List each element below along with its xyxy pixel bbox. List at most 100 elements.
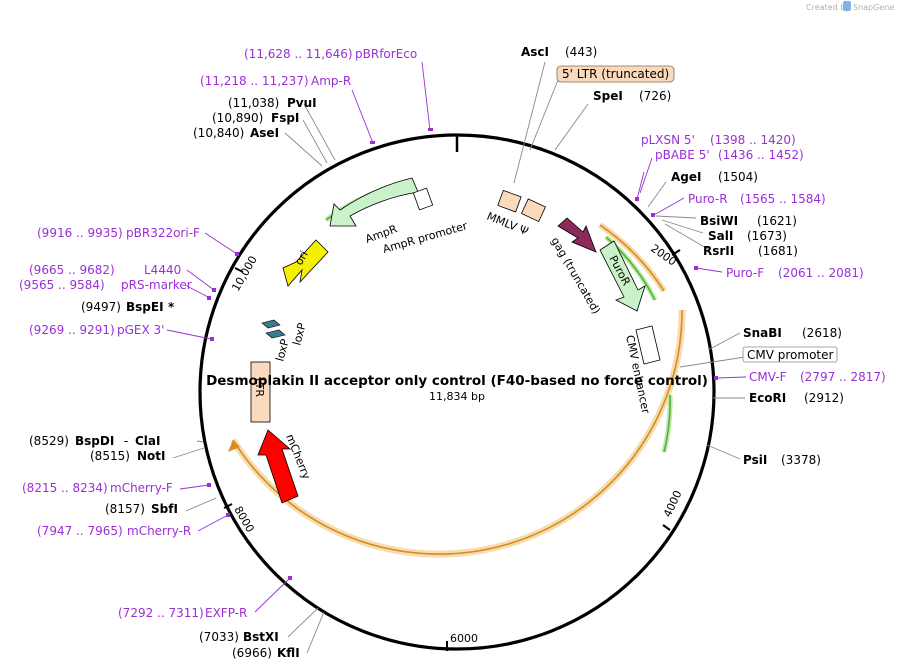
primer-mcherry-r[interactable]: (7947 .. 7965) mCherry-R — [37, 524, 191, 538]
feature-cmv-enhancer[interactable] — [635, 325, 661, 365]
primer-plxsn5[interactable]: pLXSN 5' (1398 .. 1420) — [641, 133, 796, 147]
feature-5ltr-part[interactable] — [497, 189, 522, 213]
enzyme-bspEI[interactable]: (9497) BspEI * — [81, 300, 175, 314]
enzyme-sep: - — [124, 434, 128, 448]
feature-ampr[interactable] — [329, 177, 419, 227]
tick-mark-10000 — [234, 267, 244, 273]
box-5ltr[interactable] — [556, 65, 675, 83]
credit-brand: SnapGene — [853, 3, 894, 12]
tick-6000: 6000 — [450, 632, 478, 645]
enzyme-pos: (6966) — [232, 646, 272, 660]
credit-prefix: Created by — [806, 3, 850, 12]
label-cmv-promoter: CMV promoter — [747, 348, 834, 362]
primer-cmv-f[interactable]: CMV-F (2797 .. 2817) — [749, 370, 886, 384]
primer-exfp-r[interactable]: (7292 .. 7311) EXFP-R — [118, 606, 247, 620]
primer-range: (1436 .. 1452) — [718, 148, 804, 162]
enzyme-pos: (726) — [639, 89, 671, 103]
tick-2000: 2000 — [648, 242, 678, 269]
enzyme-name: KflI — [277, 646, 300, 660]
enzyme-sbfI[interactable]: (8157) SbfI — [105, 502, 178, 516]
enzyme-pos: (8157) — [105, 502, 145, 516]
enzyme-name: BspEI — [126, 300, 164, 314]
enzyme-bsiWI[interactable]: BsiWI (1621) — [700, 214, 797, 228]
primer-puro-r[interactable]: Puro-R (1565 .. 1584) — [688, 192, 826, 206]
bspEI-mark: * — [168, 300, 175, 314]
enzyme-name: BsiWI — [700, 214, 738, 228]
enzyme-pos: (10,890) — [212, 111, 263, 125]
enzyme-bspDI-claI[interactable]: (8529) BspDI - ClaI — [29, 434, 160, 448]
primer-pbabe5[interactable]: pBABE 5' (1436 .. 1452) — [655, 148, 804, 162]
enzyme-ecoRI[interactable]: EcoRI (2912) — [749, 391, 844, 405]
feature-puror[interactable] — [599, 240, 646, 312]
primer-pbr322ori-f[interactable]: (9916 .. 9935) pBR322ori-F — [37, 226, 200, 240]
feature-ampr-promoter[interactable] — [412, 187, 434, 211]
primer-puro-f[interactable]: Puro-F (2061 .. 2081) — [726, 266, 864, 280]
enzyme-name: AseI — [250, 126, 279, 140]
enzyme-name-2: ClaI — [135, 434, 160, 448]
feature-gag[interactable] — [557, 217, 597, 253]
tick-mark-4000 — [662, 524, 671, 531]
primer-pbrforeco[interactable]: (11,628 .. 11,646) pBRforEco — [244, 47, 417, 61]
label-5ltr: 5' LTR (truncated) — [562, 67, 669, 81]
map-size: 11,834 bp — [429, 390, 485, 403]
enzyme-name: SpeI — [593, 89, 623, 103]
enzyme-name: RsrII — [703, 244, 734, 258]
snapgene-logo-icon — [843, 1, 851, 11]
label-loxp-2: loxP — [290, 321, 308, 347]
enzyme-pos: (3378) — [781, 453, 821, 467]
enzyme-salI[interactable]: SalI (1673) — [708, 229, 787, 243]
orf-long — [228, 309, 686, 558]
enzyme-pvuI[interactable]: (11,038) PvuI — [228, 96, 317, 110]
map-title: Desmoplakin II acceptor only control (F4… — [206, 373, 708, 389]
enzyme-kflI[interactable]: (6966) KflI — [232, 646, 300, 660]
feature-loxp-2[interactable] — [265, 329, 286, 339]
primer-name: Amp-R — [311, 74, 351, 88]
enzyme-pos: (8515) — [90, 449, 130, 463]
primer-l4440[interactable]: (9665 .. 9682) L4440 — [29, 263, 181, 277]
enzyme-name: AgeI — [671, 170, 701, 184]
enzyme-pos: (1504) — [718, 170, 758, 184]
primer-name: pGEX 3' — [117, 323, 164, 337]
feature-mcherry[interactable] — [257, 429, 299, 504]
enzyme-pos: (9497) — [81, 300, 121, 314]
primer-name: EXFP-R — [205, 606, 247, 620]
enzyme-pos: (2618) — [802, 326, 842, 340]
primer-range: (1398 .. 1420) — [710, 133, 796, 147]
primer-name: mCherry-R — [127, 524, 191, 538]
primer-leaders — [166, 61, 747, 613]
enzyme-name: PsiI — [743, 453, 767, 467]
label-ltr: LTR — [253, 378, 266, 397]
enzyme-psiI[interactable]: PsiI (3378) — [743, 453, 821, 467]
orf-puror — [598, 222, 667, 293]
primer-range: (2061 .. 2081) — [778, 266, 864, 280]
orf-green-right — [661, 394, 673, 453]
enzyme-ageI[interactable]: AgeI (1504) — [671, 170, 758, 184]
enzyme-bstXI[interactable]: (7033) BstXI — [199, 630, 279, 644]
primer-name: mCherry-F — [110, 481, 173, 495]
primer-name: Puro-F — [726, 266, 764, 280]
feature-ltr[interactable] — [250, 361, 271, 423]
primer-range: (9916 .. 9935) — [37, 226, 123, 240]
enzyme-snaBI[interactable]: SnaBI (2618) — [743, 326, 842, 340]
box-cmv-promoter[interactable] — [742, 346, 838, 363]
enzyme-pos: (2912) — [804, 391, 844, 405]
feature-ori[interactable] — [282, 239, 329, 287]
enzyme-notI[interactable]: (8515) NotI — [90, 449, 166, 463]
enzyme-fspI[interactable]: (10,890) FspI — [212, 111, 299, 125]
primer-range: (11,628 .. 11,646) — [244, 47, 353, 61]
enzyme-aseI[interactable]: (10,840) AseI — [193, 126, 279, 140]
primer-amp-r[interactable]: (11,218 .. 11,237) Amp-R — [200, 74, 351, 88]
enzyme-speI[interactable]: SpeI (726) — [593, 89, 671, 103]
enzyme-rsrII[interactable]: RsrII (1681) — [703, 244, 798, 258]
label-ori: ori — [292, 249, 310, 268]
primer-prs-marker[interactable]: (9565 .. 9584) pRS-marker — [19, 278, 192, 292]
primer-pgex3[interactable]: (9269 .. 9291) pGEX 3' — [29, 323, 164, 337]
primer-name: Puro-R — [688, 192, 728, 206]
primer-mcherry-f[interactable]: (8215 .. 8234) mCherry-F — [22, 481, 173, 495]
feature-loxp-1[interactable] — [261, 319, 281, 329]
enzyme-ascI[interactable]: AscI (443) — [521, 45, 597, 59]
primer-name: L4440 — [144, 263, 181, 277]
primer-range: (7292 .. 7311) — [118, 606, 204, 620]
feature-mmlv-psi[interactable] — [520, 198, 546, 223]
